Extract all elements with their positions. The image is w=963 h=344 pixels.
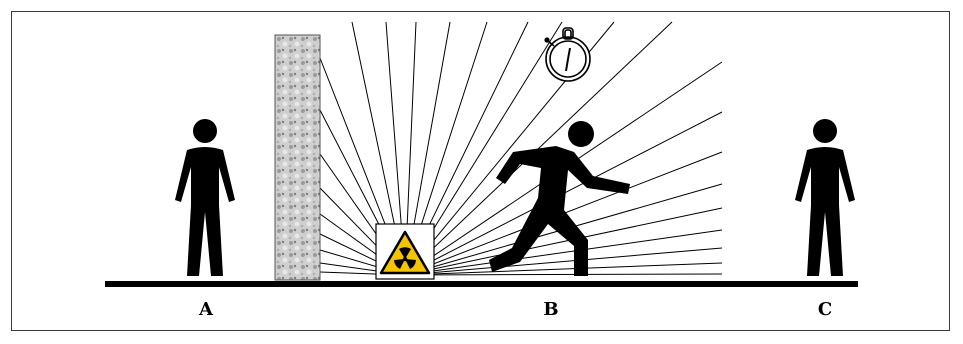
position-label-a: A xyxy=(191,299,221,320)
radiation-source xyxy=(376,224,434,279)
shielding-wall xyxy=(275,35,320,280)
standing-person-icon xyxy=(795,119,855,276)
standing-person-icon xyxy=(175,119,235,276)
position-label-c: C xyxy=(810,299,840,320)
radiation-ray xyxy=(405,274,722,275)
stopwatch-icon xyxy=(545,28,590,81)
position-label-b: B xyxy=(536,299,566,320)
